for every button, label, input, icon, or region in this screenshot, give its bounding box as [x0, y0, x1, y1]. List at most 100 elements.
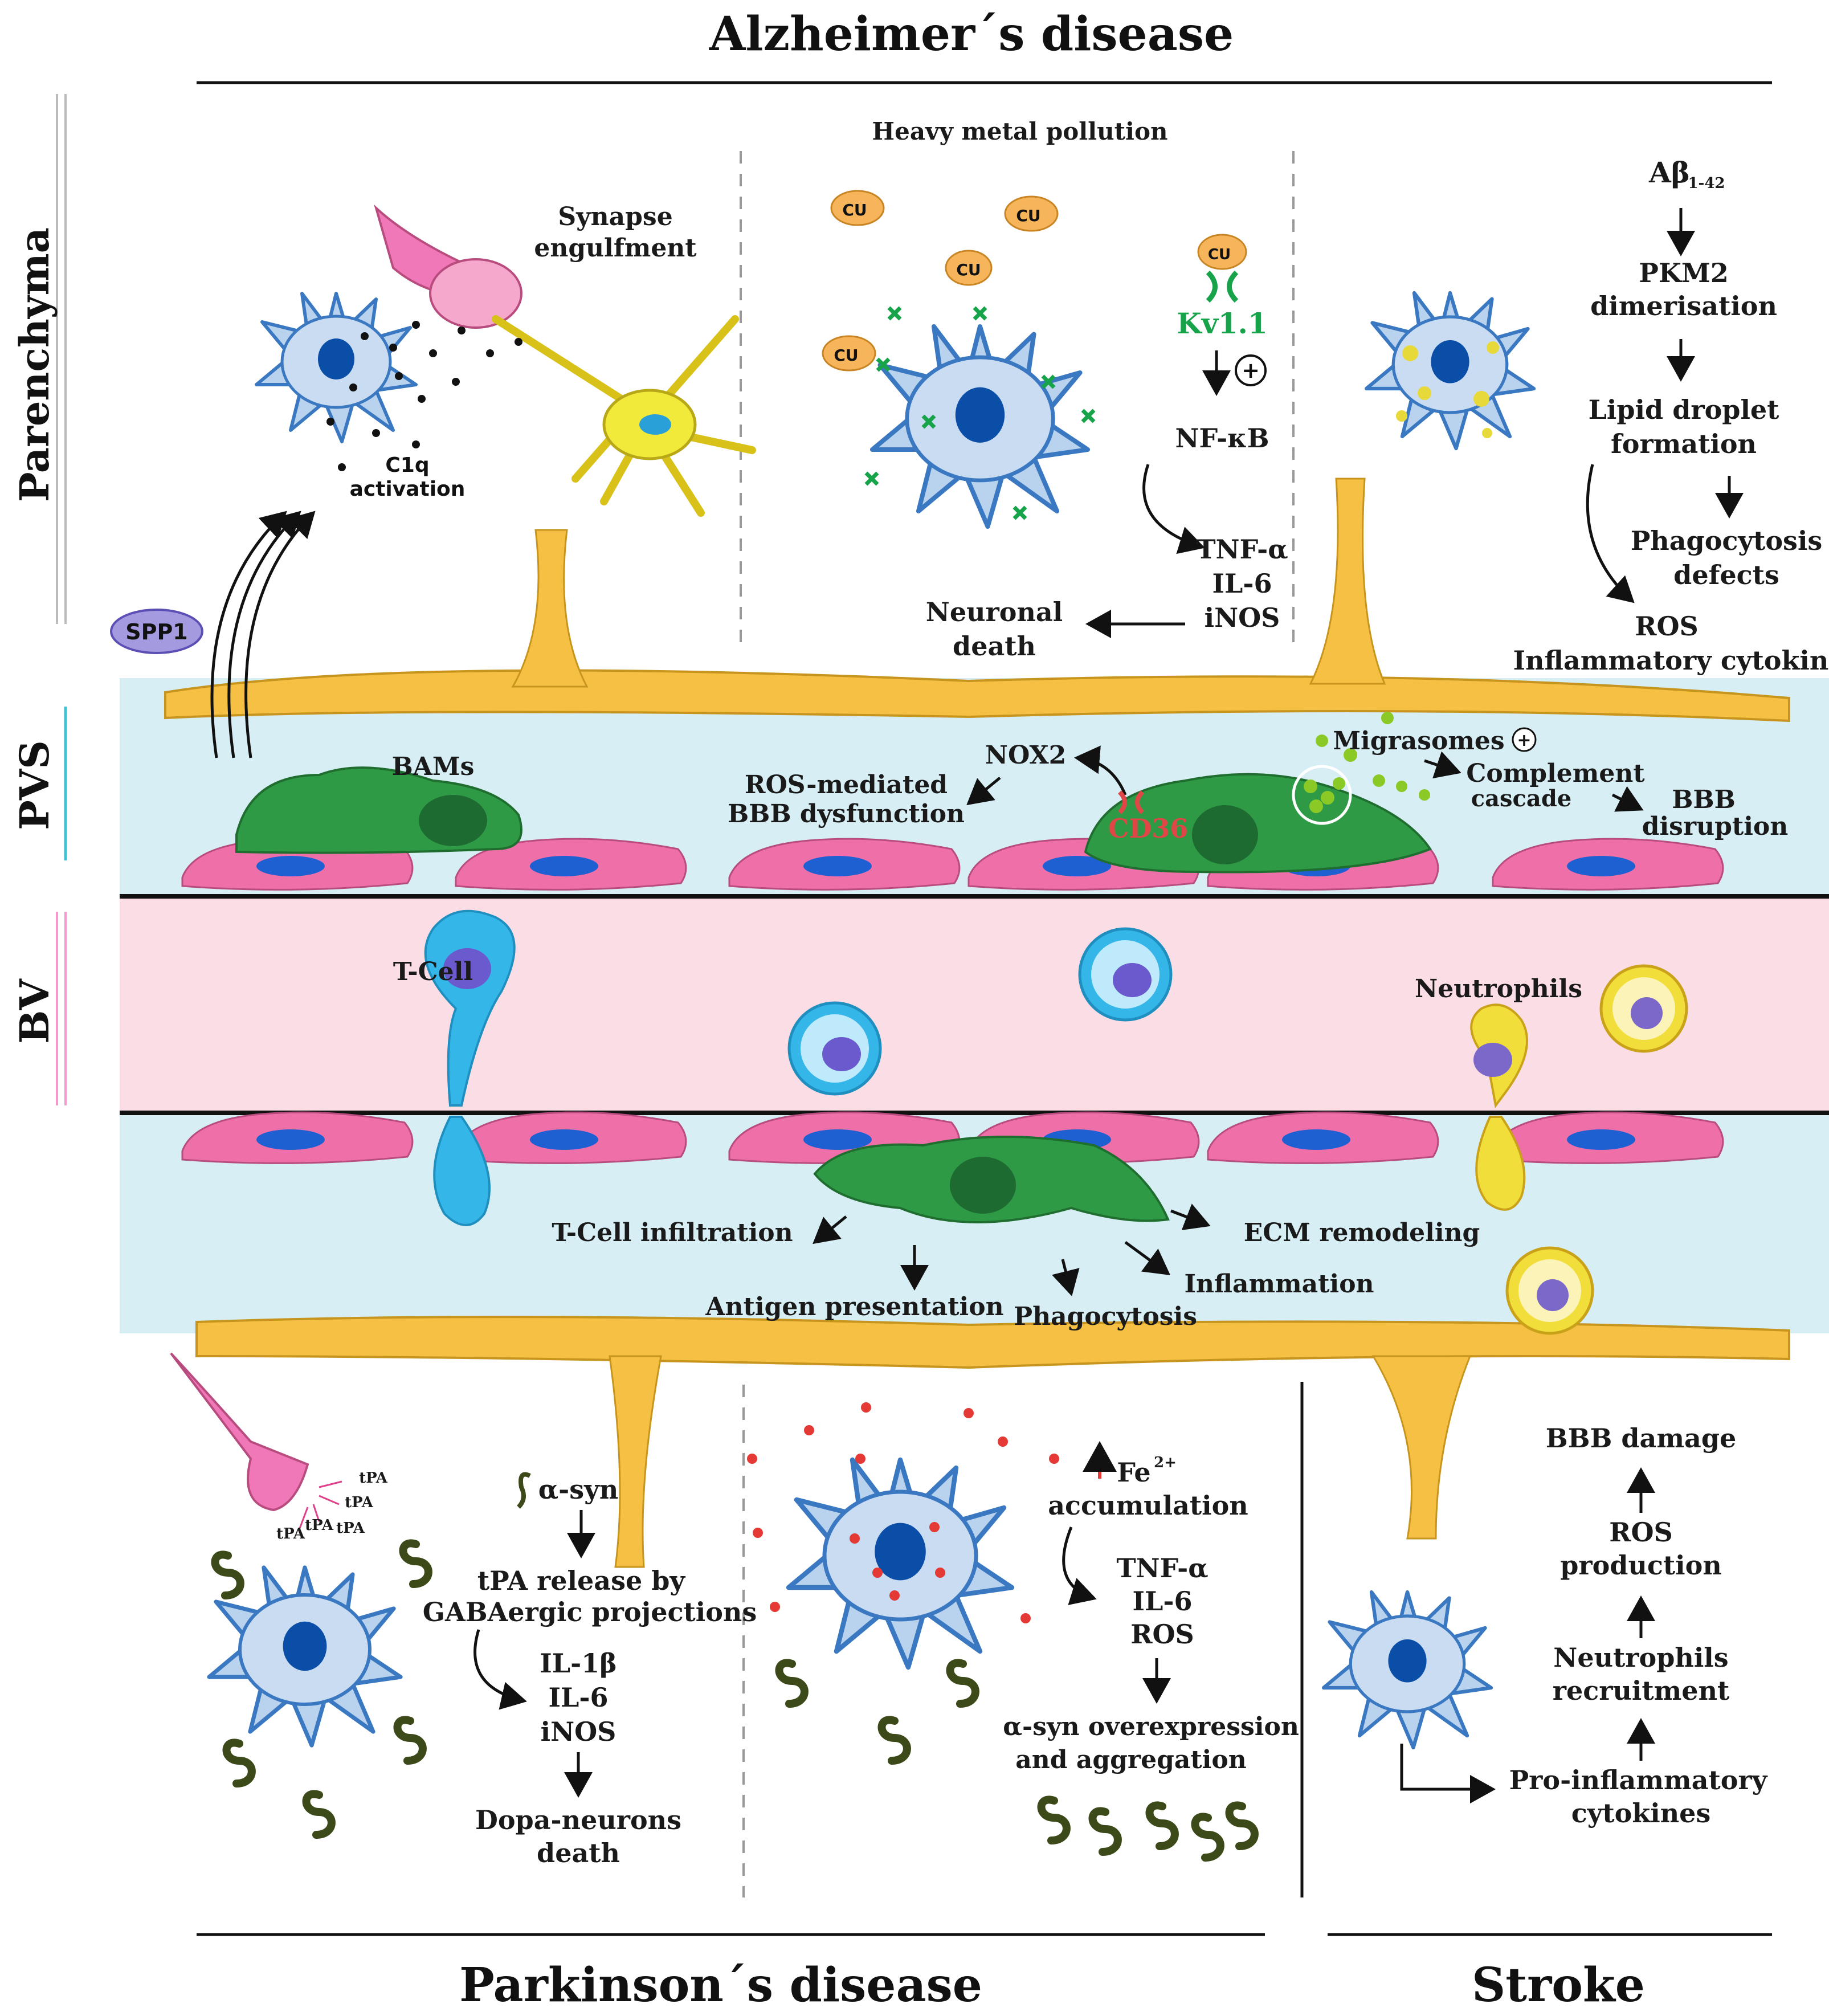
asyn-over-label-2: and aggregation — [1015, 1745, 1246, 1774]
il6-label: IL-6 — [1212, 568, 1272, 599]
tpa-tag: tPA — [359, 1470, 388, 1487]
pkm2-label-1: PKM2 — [1639, 258, 1729, 288]
region-pvs: PVS — [11, 740, 58, 830]
bv-band — [120, 897, 1829, 1114]
arrow-inflammation — [1124, 1240, 1171, 1275]
pkm2-label-2: dimerisation — [1590, 291, 1777, 321]
arrow-fe-tnf — [1062, 1527, 1097, 1605]
arrow-tpa-il1b — [473, 1629, 527, 1710]
migrasome-vesicle — [1292, 765, 1352, 825]
neutrophil-nucleus — [1473, 1043, 1512, 1077]
svg-text:CU: CU — [1208, 246, 1231, 263]
antigen-label: Antigen presentation — [705, 1292, 1003, 1321]
proinf-label-1: Pro-inflammatory — [1509, 1765, 1768, 1795]
title-stroke: Stroke — [1472, 1958, 1645, 2013]
nfkb-label: NF-κB — [1175, 423, 1269, 454]
plus-sign: + — [1242, 358, 1260, 383]
phago-label-1: Phagocytosis — [1631, 525, 1823, 556]
microglia-cell — [256, 293, 416, 442]
pvm-nucleus-lower — [950, 1157, 1016, 1214]
c1q-label-1: C1q — [385, 454, 429, 477]
copper-ion: CU — [822, 335, 876, 372]
asyn-fibril — [779, 1663, 805, 1704]
t-cell-tail — [433, 1116, 491, 1226]
asyn-fibril — [215, 1554, 240, 1595]
inflammation-label: Inflammation — [1184, 1270, 1374, 1299]
arrow-phagocytosis — [1052, 1259, 1080, 1296]
astrocyte-process-4 — [1371, 1355, 1472, 1540]
abeta-label: Aβ — [1648, 156, 1690, 189]
region-bv: BV — [11, 978, 58, 1044]
copper-ion: CU — [945, 250, 993, 286]
svg-text:CU: CU — [956, 260, 981, 279]
microglia-cell — [1324, 1592, 1491, 1748]
bbb-disruption-label-2: disruption — [1642, 812, 1789, 841]
blood-cell — [1080, 929, 1171, 1020]
migrasomes-label: Migrasomes — [1333, 727, 1504, 756]
svg-text:CU: CU — [842, 201, 867, 219]
svg-text:CU: CU — [1016, 206, 1040, 225]
complement-label-2: cascade — [1471, 785, 1571, 812]
title-alzheimers: Alzheimer´s disease — [709, 7, 1234, 62]
neutrophil-cell — [1507, 1248, 1593, 1333]
neut-recruit-label-2: recruitment — [1553, 1675, 1730, 1706]
arrow-ecm — [1170, 1203, 1211, 1230]
heavy-metal-label: Heavy metal pollution — [872, 117, 1167, 145]
phagocytosis-label: Phagocytosis — [1014, 1302, 1197, 1331]
synapse-label-1: Synapse — [558, 202, 672, 231]
pvm-nucleus — [1192, 805, 1258, 864]
fe-label: Fe — [1117, 1457, 1150, 1488]
fe-charge: 2+ — [1154, 1454, 1177, 1471]
nox2-label: NOX2 — [985, 741, 1067, 770]
asyn-fibril — [398, 1720, 423, 1761]
synapse-bouton — [429, 258, 522, 329]
microglia-cell — [789, 1460, 1012, 1667]
il6-label-pd: IL-6 — [549, 1682, 609, 1713]
svg-text:CU: CU — [834, 346, 858, 365]
abeta-sub: 1-42 — [1688, 175, 1725, 192]
bbb-disruption-label-1: BBB — [1672, 785, 1736, 814]
accumulation-label: accumulation — [1048, 1490, 1248, 1521]
asyn-fibril — [882, 1720, 907, 1761]
asyn-over-label-1: α-syn overexpression — [1003, 1712, 1299, 1741]
il6-label-pd-mid: IL-6 — [1133, 1586, 1193, 1617]
tnf-label: TNF-α — [1196, 534, 1288, 565]
microglia-cell — [1366, 293, 1534, 448]
tpa-tag: tPA — [276, 1525, 305, 1542]
synapse-label-2: engulfment — [534, 234, 697, 263]
cd36-receptor-icon — [1118, 790, 1144, 814]
lipid-label-1: Lipid droplet — [1589, 394, 1780, 425]
asyn-fibril — [307, 1794, 332, 1835]
neutrophil-tail — [1475, 1116, 1526, 1211]
ros-label-pd: ROS — [1130, 1619, 1194, 1650]
tcell-label: T-Cell — [393, 957, 473, 986]
astrocyte-endfeet-lower — [195, 1316, 1790, 1369]
spp1-arrows — [210, 511, 316, 758]
lipid-label-2: formation — [1611, 428, 1757, 459]
bam-nucleus — [419, 795, 487, 846]
copper-ion: CU — [830, 190, 885, 226]
asyn-label: α-syn — [538, 1474, 619, 1505]
tpa-release-label-1: tPA release by — [477, 1565, 686, 1596]
copper-ion-kv: CU — [1197, 234, 1247, 270]
tpa-tag: tPA — [305, 1517, 334, 1534]
c1q-label-2: activation — [350, 478, 466, 501]
pvm-macrophage — [1084, 773, 1432, 874]
arrow-nfkb-tnf — [1142, 464, 1205, 554]
arrow-complement-bbb — [1611, 786, 1644, 812]
neuron-yellow — [492, 315, 756, 517]
astrocyte-process-3 — [609, 1355, 662, 1568]
plus-circle-icon — [1512, 727, 1537, 752]
arrow-cd36-nox2 — [1074, 745, 1127, 795]
asyn-fibril — [950, 1663, 975, 1704]
tpa-arrows — [298, 1480, 342, 1531]
tpa-release-label-2: GABAergic projections — [423, 1597, 757, 1627]
ros-bbb-label-1: ROS-mediated — [745, 770, 948, 799]
neut-recruit-label-1: Neutrophils — [1553, 1642, 1728, 1673]
cd36-label: CD36 — [1108, 813, 1189, 844]
tpa-tag: tPA — [345, 1494, 374, 1511]
ros-bbb-label-2: BBB dysfunction — [728, 799, 965, 829]
asyn-fibril — [227, 1742, 252, 1784]
proinf-label-2: cytokines — [1571, 1798, 1711, 1829]
